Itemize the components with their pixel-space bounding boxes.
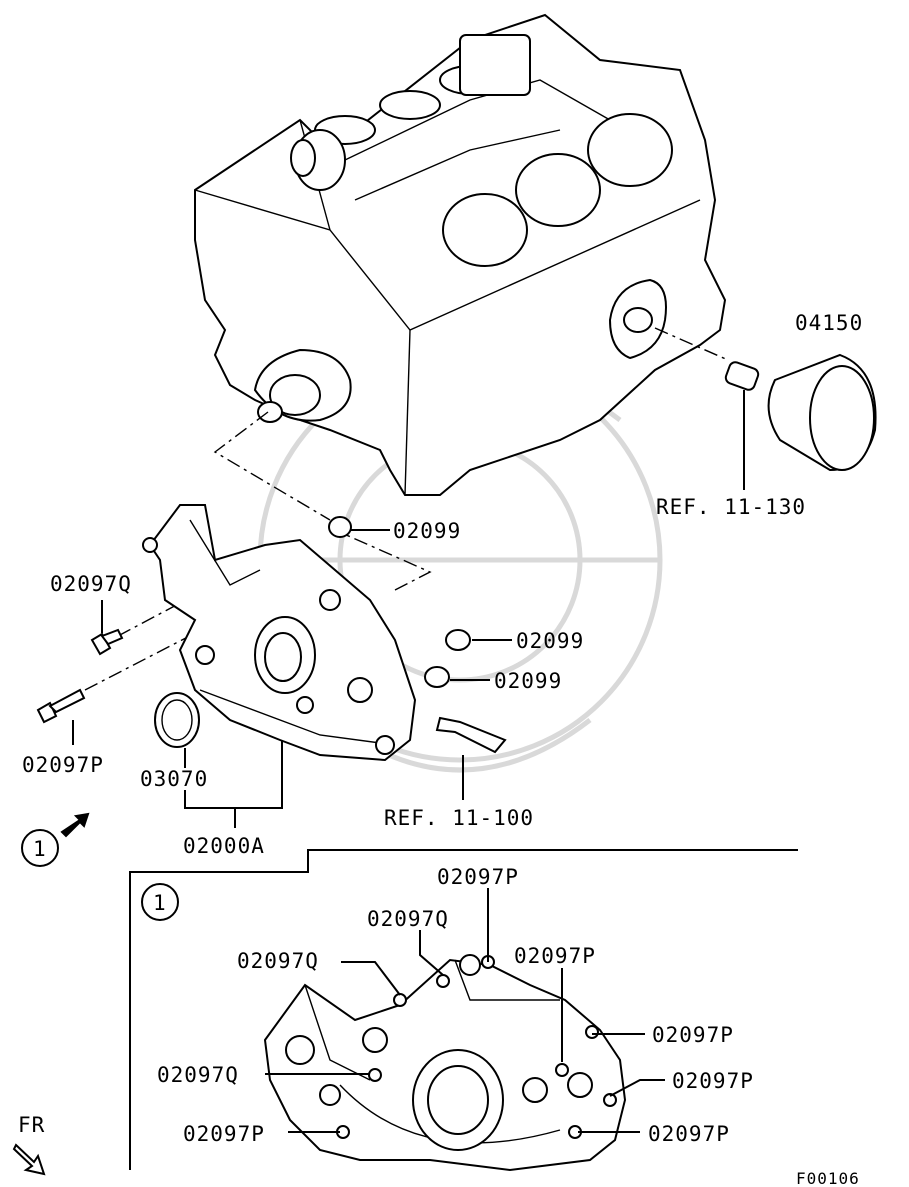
inset-label-02097q-mid-left: 02097Q: [157, 1063, 239, 1087]
oil-pump-assembly: [142, 504, 417, 762]
leader-lines: [72, 390, 745, 828]
front-oil-seal: [154, 692, 200, 748]
label-02000a: 02000A: [183, 834, 265, 858]
inset-label-02097p-bottom-left: 02097P: [183, 1122, 265, 1146]
view-marker: 1: [21, 829, 59, 867]
inset-label-02097p-right-low: 02097P: [672, 1069, 754, 1093]
inset-label-02097q-upper: 02097Q: [367, 907, 449, 931]
label-02097p: 02097P: [22, 753, 104, 777]
label-ref-11-100: REF. 11-100: [384, 806, 534, 830]
engine-block: [194, 13, 727, 496]
oil-filter-stud: [724, 361, 760, 391]
inset-label-02097p-right-mid: 02097P: [652, 1023, 734, 1047]
arrow-icon: [60, 812, 90, 838]
o-rings: [328, 516, 471, 688]
oil-pipe: [435, 716, 507, 754]
inset-label-02097p-right-upper: 02097P: [514, 944, 596, 968]
bolts: [36, 628, 124, 724]
inset-marker-number: 1: [153, 891, 167, 915]
label-02099-mid: 02099: [516, 629, 584, 653]
inset-frame: [129, 849, 798, 1170]
oil-filter: [767, 353, 877, 472]
inset-label-02097p-bottom-right: 02097P: [648, 1122, 730, 1146]
label-04150: 04150: [795, 311, 863, 335]
label-03070: 03070: [140, 767, 208, 791]
fr-label: FR: [18, 1113, 45, 1137]
label-ref-11-130: REF. 11-130: [656, 495, 806, 519]
label-02099-top: 02099: [393, 519, 461, 543]
view-marker-number: 1: [33, 837, 47, 861]
inset-leader-lines: [265, 888, 665, 1133]
front-arrow-icon: [12, 1143, 46, 1176]
label-02099-low: 02099: [494, 669, 562, 693]
inset-label-02097p-top: 02097P: [437, 865, 519, 889]
inset-pump-body: [263, 954, 627, 1172]
inset-marker: 1: [141, 883, 179, 921]
label-02097q: 02097Q: [50, 572, 132, 596]
figure-code: F00106: [796, 1169, 860, 1187]
inset-label-02097q-left: 02097Q: [237, 949, 319, 973]
